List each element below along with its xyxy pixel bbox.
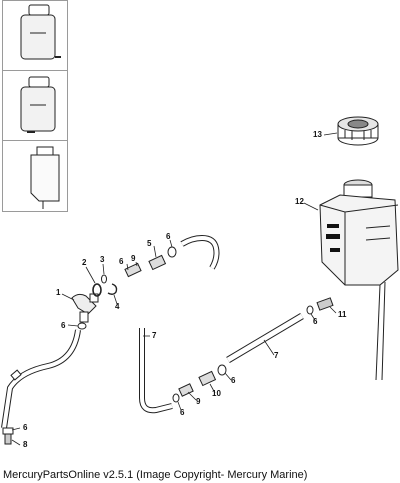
oil-reservoir[interactable] <box>319 179 399 381</box>
callout-1: 1 <box>56 288 61 297</box>
callout-6-right: 6 <box>313 317 318 326</box>
reservoir-thumbnail-image <box>20 4 61 60</box>
leader-lines <box>11 239 337 446</box>
callout-7-right: 7 <box>274 351 279 360</box>
callout-12: 12 <box>295 197 304 206</box>
elbow-fitting[interactable] <box>71 293 99 323</box>
callout-7-middle: 7 <box>152 331 157 340</box>
callout-8: 8 <box>23 440 28 449</box>
hose-fitting-upper[interactable] <box>124 246 177 278</box>
callout-6-lower-right: 6 <box>231 376 236 385</box>
thumbnail-strip <box>2 0 68 212</box>
callout-5: 5 <box>147 239 152 248</box>
callout-4: 4 <box>115 302 120 311</box>
o-ring[interactable] <box>92 283 102 297</box>
middle-hose[interactable] <box>139 328 173 414</box>
thumbnail-reservoir-1[interactable] <box>3 1 67 71</box>
callout-2: 2 <box>82 258 87 267</box>
washer[interactable] <box>101 274 107 284</box>
callout-9-upper: 9 <box>131 254 136 263</box>
callout-6-upper-right: 6 <box>166 232 171 241</box>
upper-hose[interactable] <box>180 234 220 270</box>
callout-9-lower: 9 <box>196 397 201 406</box>
callout-6-upper-left: 6 <box>119 257 124 266</box>
bottom-fitting[interactable] <box>2 427 14 445</box>
copyright-footer: MercuryPartsOnline v2.5.1 (Image Copyrig… <box>3 469 308 481</box>
callout-6-left: 6 <box>61 321 66 330</box>
thumbnail-reservoir-2[interactable] <box>3 71 67 141</box>
callout-3: 3 <box>100 255 105 264</box>
left-hose[interactable] <box>1 329 81 429</box>
callout-11: 11 <box>338 310 347 319</box>
hose-clamp-left[interactable] <box>77 322 87 330</box>
retaining-clip[interactable] <box>107 283 118 295</box>
thumbnail-reservoir-3[interactable] <box>3 141 67 211</box>
reservoir-thumbnail-image <box>30 146 60 209</box>
long-hose[interactable] <box>226 312 304 364</box>
callout-13: 13 <box>313 130 322 139</box>
reservoir-outlet-fitting[interactable] <box>306 297 334 315</box>
callout-6-bottom: 6 <box>23 423 28 432</box>
reservoir-cap[interactable] <box>337 116 379 146</box>
reservoir-thumbnail-image <box>20 76 56 133</box>
callout-6-lower-left: 6 <box>180 408 185 417</box>
hose-fitting-lower[interactable] <box>172 364 227 403</box>
callout-10: 10 <box>212 389 221 398</box>
